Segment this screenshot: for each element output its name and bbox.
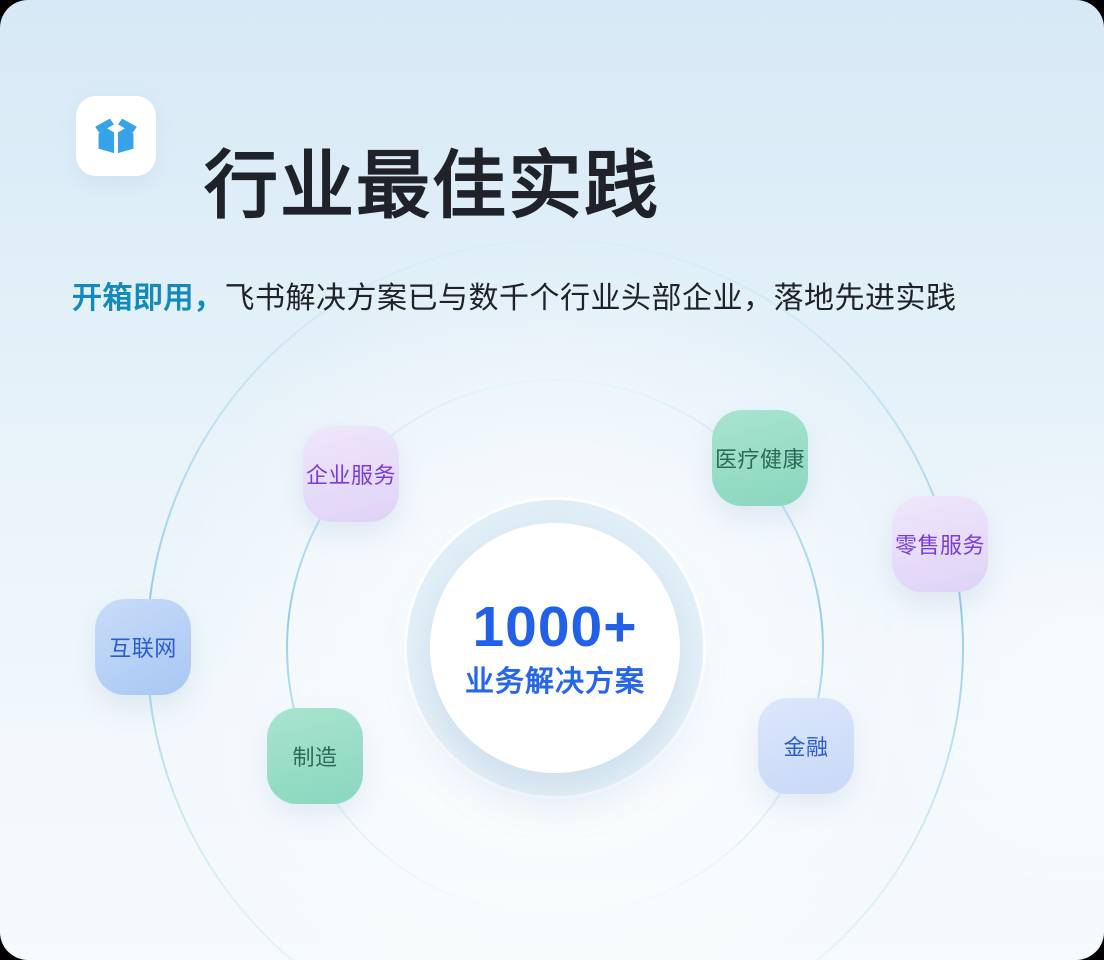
industry-tag-label: 零售服务 [894, 533, 985, 558]
solutions-count: 1000+ [472, 595, 638, 659]
industry-tag-label: 企业服务 [305, 463, 396, 488]
page-title: 行业最佳实践 [204, 143, 660, 227]
industry-tag-retail-services: 零售服务 [892, 496, 988, 592]
open-box-icon [95, 118, 137, 154]
industry-tag-internet: 互联网 [95, 599, 191, 695]
industry-tag-label: 金融 [783, 735, 829, 760]
industry-tag-finance: 金融 [758, 698, 854, 794]
solutions-count-label: 业务解决方案 [464, 666, 645, 698]
industry-tag-healthcare: 医疗健康 [712, 410, 808, 506]
industry-tag-manufacturing: 制造 [267, 708, 363, 804]
industry-tag-enterprise-services: 企业服务 [303, 426, 399, 522]
subtitle-rest: 飞书解决方案已与数千个行业头部企业，落地先进实践 [224, 282, 957, 315]
section-subtitle: 开箱即用，飞书解决方案已与数千个行业头部企业，落地先进实践 [72, 273, 957, 317]
solutions-counter-circle: 1000+ 业务解决方案 [430, 523, 680, 773]
inner-orbit-circle [286, 379, 824, 917]
section-icon-tile [76, 96, 156, 176]
industry-tag-label: 医疗健康 [714, 447, 805, 472]
subtitle-highlight: 开箱即用， [72, 282, 225, 315]
industry-tag-label: 互联网 [109, 636, 177, 661]
industry-tag-label: 制造 [292, 745, 338, 770]
